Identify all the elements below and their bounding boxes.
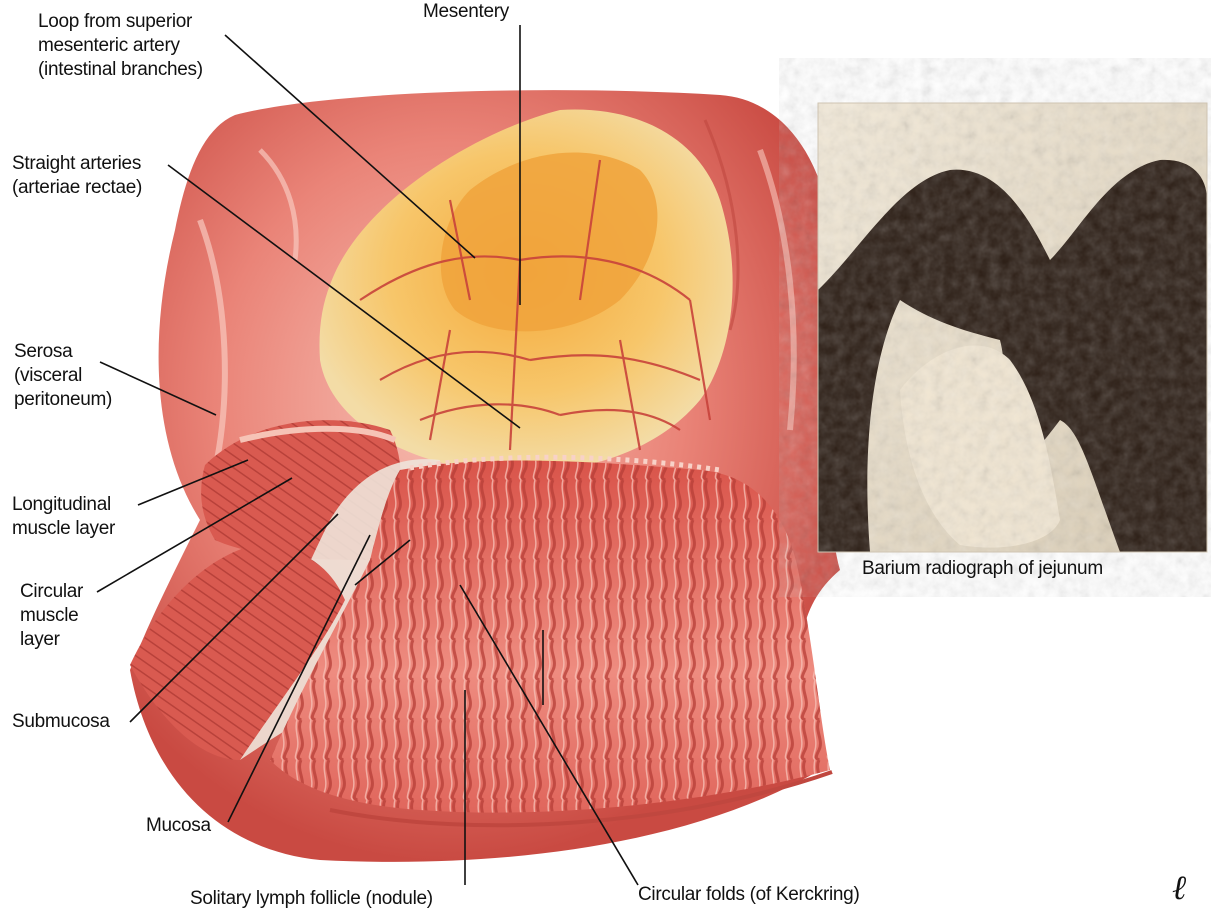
radiograph-caption: Barium radiograph of jejunum: [862, 557, 1103, 581]
label-circular-muscle: Circular muscle layer: [20, 580, 83, 652]
label-solitary-lymph-follicle: Solitary lymph follicle (nodule): [190, 887, 433, 911]
label-straight-arteries: Straight arteries (arteriae rectae): [12, 152, 142, 200]
label-serosa: Serosa (visceral peritoneum): [14, 340, 112, 412]
label-loop-artery: Loop from superior mesenteric artery (in…: [38, 10, 203, 82]
label-mesentery: Mesentery: [423, 0, 509, 24]
label-longitudinal-muscle: Longitudinal muscle layer: [12, 493, 115, 541]
label-circular-folds: Circular folds (of Kerckring): [638, 883, 859, 907]
barium-radiograph: [818, 103, 1207, 552]
label-mucosa: Mucosa: [146, 814, 211, 838]
label-submucosa: Submucosa: [12, 710, 110, 734]
artist-signature-icon: ℓ: [1172, 868, 1186, 908]
intestine-illustration: [130, 90, 840, 862]
